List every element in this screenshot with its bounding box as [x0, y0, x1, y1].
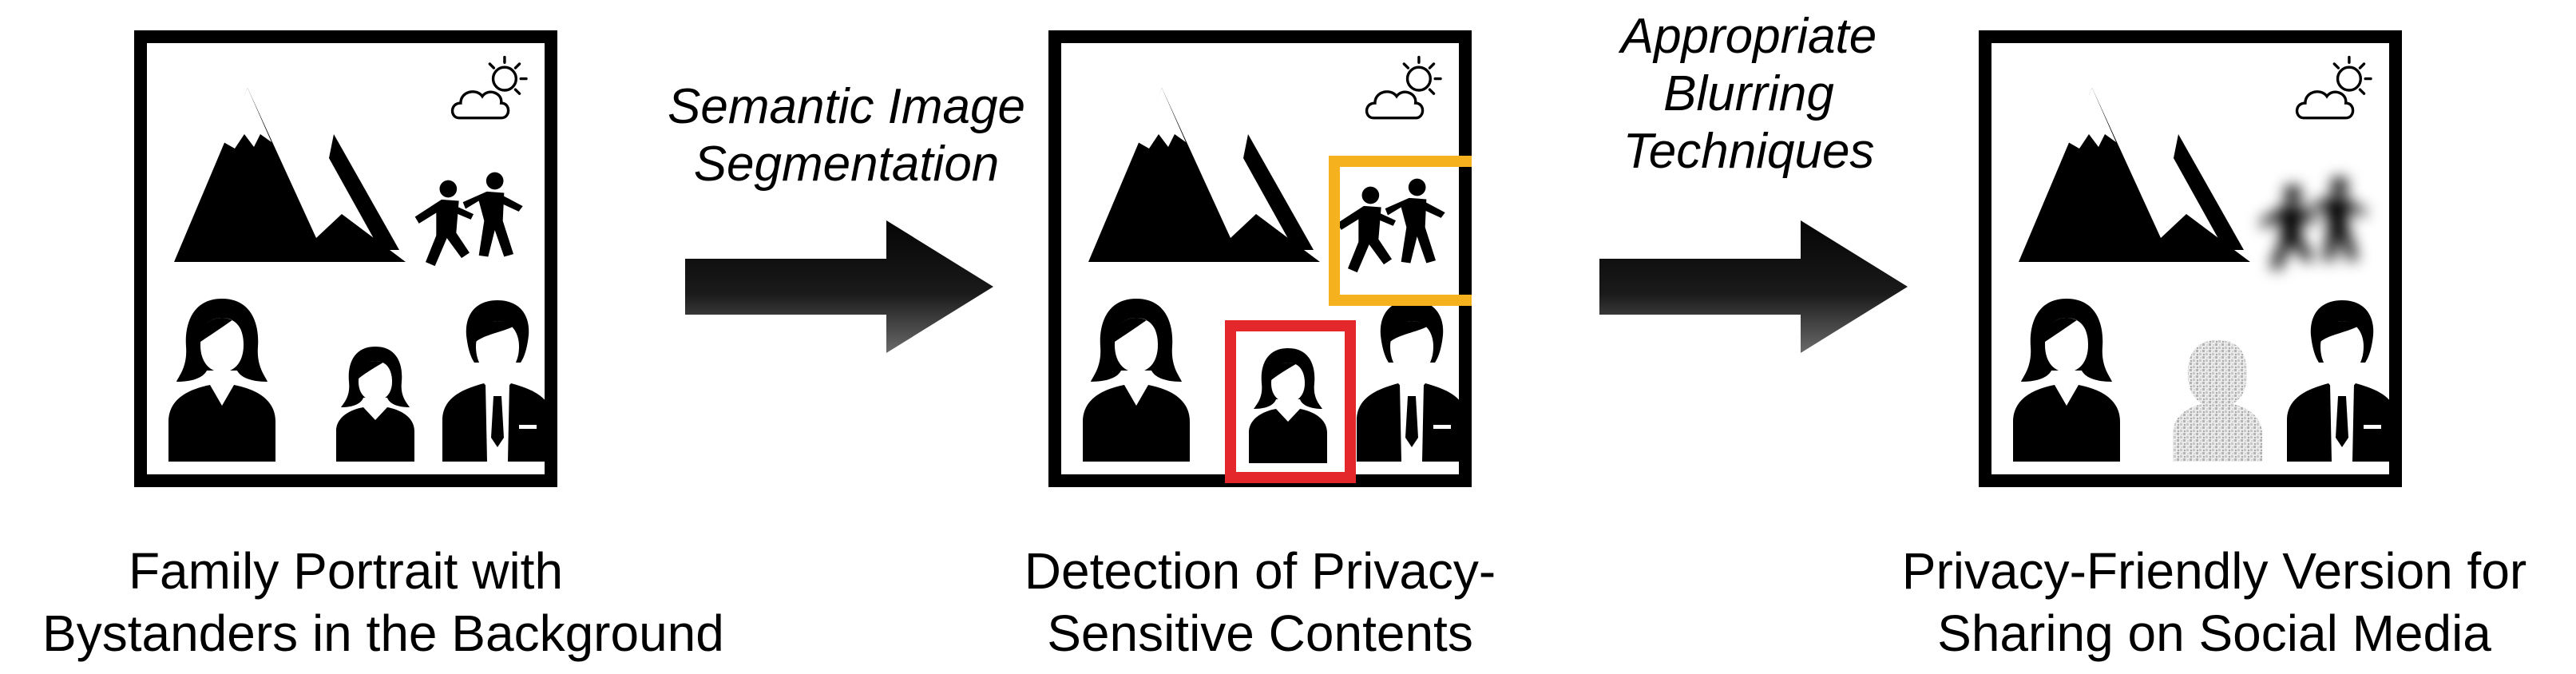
- caption-line: Privacy-Friendly Version for: [1901, 542, 2527, 600]
- caption-line: Sharing on Social Media: [1937, 605, 2491, 662]
- step-label-line: Semantic Image: [668, 79, 1025, 134]
- caption-line: Detection of Privacy-: [1024, 542, 1496, 600]
- caption-privacy-friendly: Privacy-Friendly Version for Sharing on …: [1871, 540, 2558, 664]
- caption-original: Family Portrait with Bystanders in the B…: [42, 540, 724, 664]
- bystander-detection-box: [1329, 156, 1472, 306]
- caption-line: Sensitive Contents: [1047, 605, 1473, 662]
- arrow-blurring-icon: [1599, 220, 1908, 353]
- child-detection-box: [1225, 320, 1356, 483]
- step-label-line: Blurring: [1663, 66, 1834, 121]
- panel-privacy-friendly: [1979, 30, 2402, 487]
- step-label-line: Techniques: [1623, 124, 1875, 179]
- caption-detection: Detection of Privacy- Sensitive Contents: [957, 540, 1563, 664]
- step-label-segmentation: Semantic Image Segmentation: [631, 78, 1062, 193]
- step-label-line: Appropriate: [1620, 9, 1877, 64]
- step-label-line: Segmentation: [693, 137, 1000, 192]
- arrow-segmentation-icon: [685, 220, 993, 353]
- panel-detection: [1048, 30, 1472, 487]
- caption-line: Bystanders in the Background: [42, 605, 724, 662]
- step-label-blurring: Appropriate Blurring Techniques: [1565, 8, 1932, 180]
- obfuscated-child-icon: [2173, 340, 2262, 462]
- caption-line: Family Portrait with: [128, 542, 564, 600]
- panel-original-photo: [134, 30, 557, 487]
